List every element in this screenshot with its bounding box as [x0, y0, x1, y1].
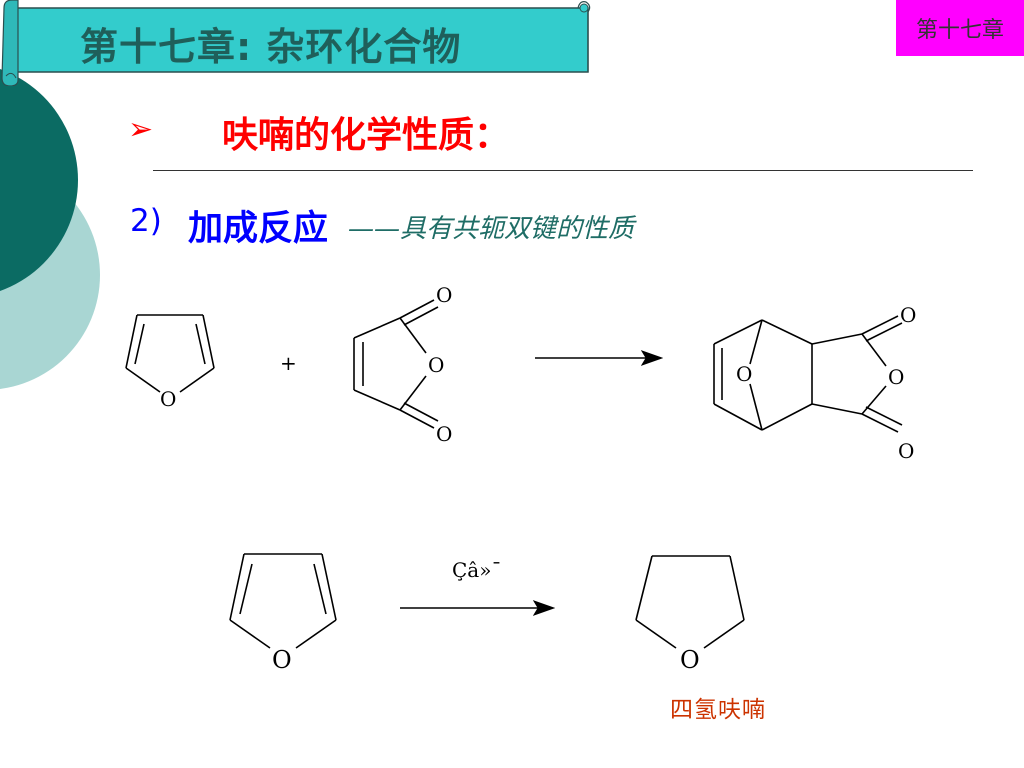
plus-sign: +	[280, 351, 297, 375]
maleic-anhydride-structure	[353, 299, 439, 429]
reaction-condition-label: Çâ»¯	[452, 558, 501, 582]
thf-oxygen-label: O	[680, 646, 700, 674]
oxanorbornene-anhydride-structure	[713, 315, 903, 433]
arrowhead-bullet-icon: ➢	[128, 112, 154, 147]
tetrahydrofuran-structure	[635, 555, 745, 649]
anhydride-carbonyl-oxygen-top: O	[436, 283, 452, 307]
scroll-left-curl	[1, 0, 19, 86]
product-carbonyl-oxygen-top: O	[900, 303, 916, 327]
furan-oxygen-label: O	[160, 387, 176, 411]
page-title: 第十七章: 杂环化合物	[80, 25, 462, 69]
scroll-right-knob	[579, 3, 589, 13]
scroll-right-curl	[577, 1, 591, 72]
furan-structure	[125, 314, 215, 393]
subsection-number: 2)	[130, 203, 162, 239]
title-banner	[1, 0, 591, 86]
scroll-left-curl-detail	[5, 72, 17, 79]
anhydride-ring-oxygen: O	[428, 353, 444, 377]
heading-divider	[153, 170, 973, 171]
furan-2-oxygen-label: O	[272, 646, 292, 674]
product-carbonyl-oxygen-bottom: O	[898, 439, 914, 463]
deco-circle-dark	[0, 69, 78, 291]
decorative-circles	[0, 69, 100, 389]
subsection-title: 加成反应	[188, 209, 329, 249]
chapter-tag: 第十七章	[896, 0, 1024, 56]
product-name-label: 四氢呋喃	[670, 697, 766, 723]
section-heading: 呋喃的化学性质：	[222, 115, 511, 156]
product-ring-oxygen: O	[888, 365, 904, 389]
subsection-description: ——具有共轭双键的性质	[348, 214, 635, 244]
furan-structure-2	[229, 553, 337, 649]
title-bar	[7, 7, 589, 73]
anhydride-carbonyl-oxygen-bottom: O	[436, 422, 452, 446]
bridge-oxygen-label: O	[736, 362, 752, 386]
